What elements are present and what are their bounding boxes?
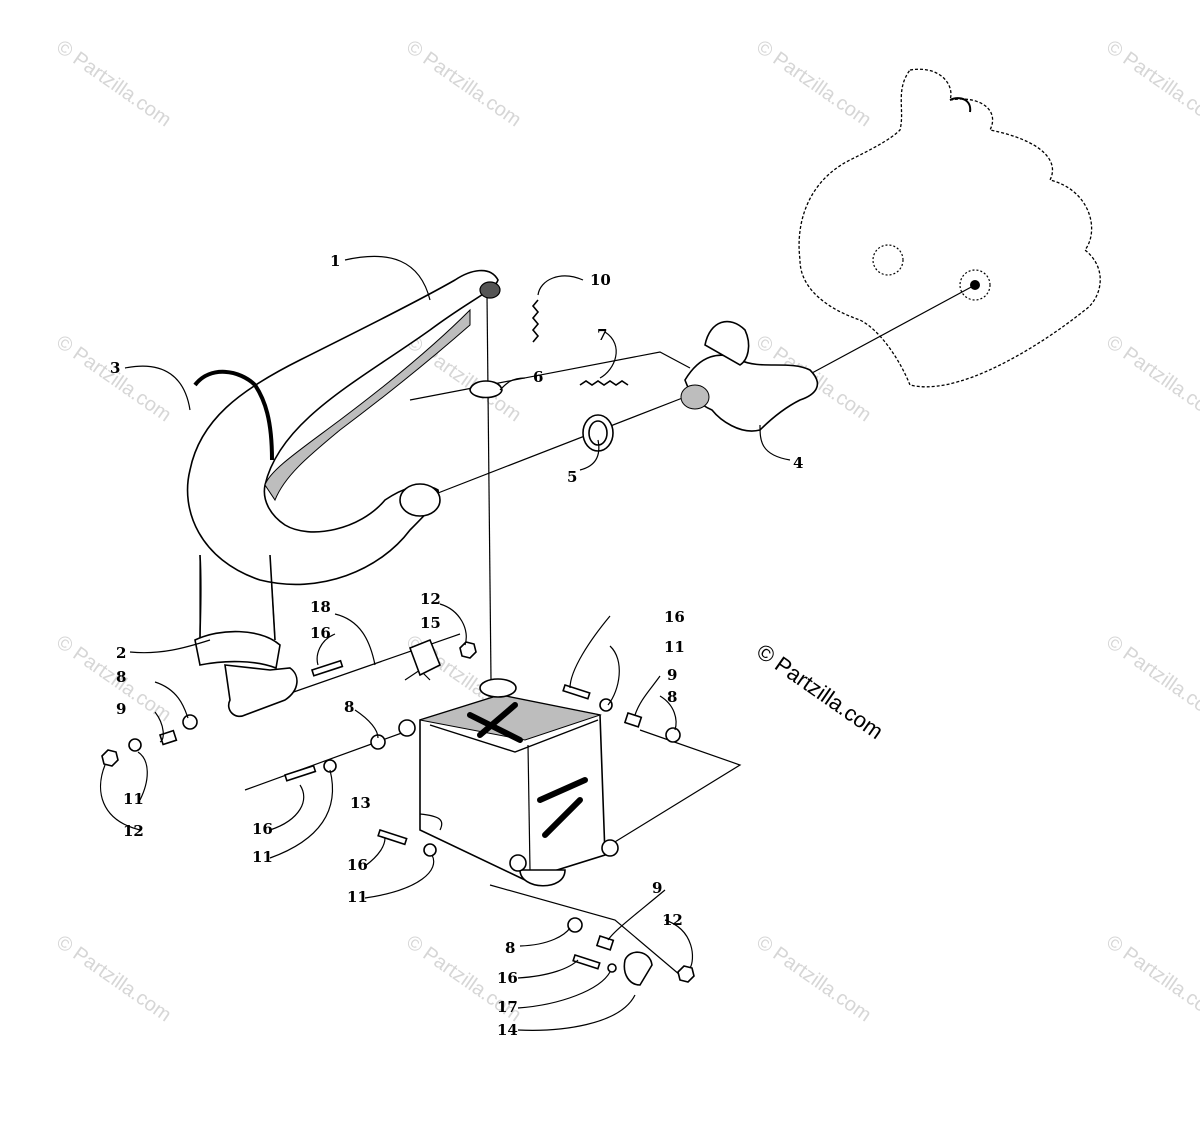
- callout-12: 12: [420, 590, 441, 608]
- grommet: [469, 380, 503, 399]
- callout-10: 10: [590, 271, 611, 289]
- watermark: © Partzilla.com: [752, 36, 875, 131]
- spring-10: [531, 299, 540, 343]
- watermark: © Partzilla.com: [402, 36, 525, 131]
- watermark: © Partzilla.com: [52, 631, 175, 726]
- callout-leaders: [99, 255, 791, 1031]
- watermark: © Partzilla.com: [52, 36, 175, 131]
- callout-16: 16: [347, 856, 368, 874]
- watermark: © Partzilla.com: [1102, 931, 1200, 1026]
- callout-11: 11: [123, 790, 144, 808]
- callout-14: 14: [497, 1021, 518, 1039]
- watermark: © Partzilla.com: [402, 331, 525, 426]
- callout-18: 18: [310, 598, 331, 616]
- callout-12: 12: [123, 822, 144, 840]
- callout-4: 4: [793, 454, 803, 472]
- mount-bracket: [194, 630, 298, 718]
- watermark: © Partzilla.com: [1102, 631, 1200, 726]
- callout-16: 16: [310, 624, 331, 642]
- callout-8: 8: [344, 698, 354, 716]
- callout-17: 17: [497, 998, 518, 1016]
- watermark: © Partzilla.com: [752, 931, 875, 1026]
- callout-9: 9: [652, 879, 662, 897]
- callout-15: 15: [420, 614, 441, 632]
- callout-16: 16: [664, 608, 685, 626]
- watermark: © Partzilla.com: [1102, 36, 1200, 131]
- hardware: [101, 638, 695, 986]
- callout-13: 13: [350, 794, 371, 812]
- callout-12: 12: [662, 911, 683, 929]
- callout-3: 3: [110, 359, 120, 377]
- silencer: [398, 678, 619, 887]
- callout-2: 2: [116, 644, 126, 662]
- callout-11: 11: [347, 888, 368, 906]
- watermark: © Partzilla.com: [1102, 331, 1200, 426]
- gasket-inner: [588, 420, 608, 446]
- exhaust-manifold: [680, 320, 819, 432]
- callout-labels: 1 2 3 4 5 6 7 8 8 8 8 9 9 9 10 11 11 11 …: [110, 252, 803, 1039]
- watermark: © Partzilla.com: [52, 931, 175, 1026]
- main-watermark: © Partzilla.com: [752, 639, 888, 745]
- callout-9: 9: [667, 666, 677, 684]
- callout-11: 11: [664, 638, 685, 656]
- callout-8: 8: [116, 668, 126, 686]
- callout-5: 5: [567, 468, 577, 486]
- callout-8: 8: [505, 939, 515, 957]
- callout-1: 1: [330, 252, 340, 270]
- callout-16: 16: [252, 820, 273, 838]
- watermark: © Partzilla.com: [52, 331, 175, 426]
- spring-7: [579, 380, 629, 386]
- callout-6: 6: [533, 368, 543, 386]
- callout-16: 16: [497, 969, 518, 987]
- callout-11: 11: [252, 848, 273, 866]
- callout-8: 8: [667, 688, 677, 706]
- expansion-chamber: [186, 269, 501, 641]
- callout-9: 9: [116, 700, 126, 718]
- callout-7: 7: [597, 326, 607, 344]
